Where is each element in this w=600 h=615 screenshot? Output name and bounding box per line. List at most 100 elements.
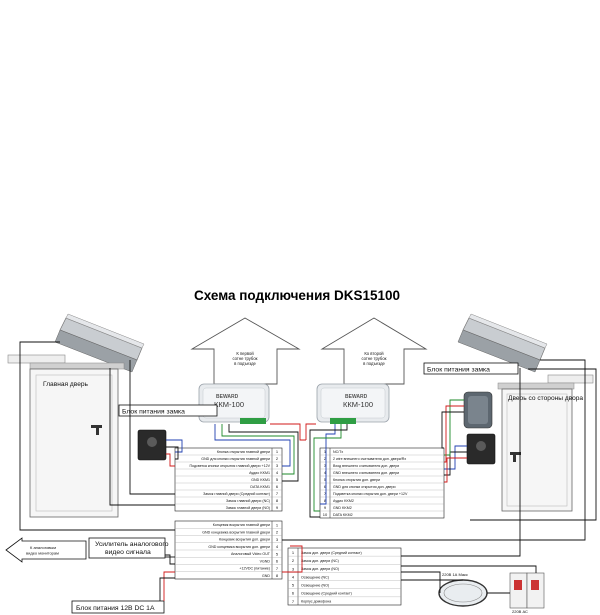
terminal-label: Замок главной двери (NC) — [226, 499, 270, 503]
kkm-device-1: BEWARD ККМ-100 — [198, 383, 270, 424]
terminal-number: 5 — [276, 477, 279, 482]
terminal-label: GND — [262, 574, 270, 578]
terminal-number: 5 — [276, 551, 279, 556]
maglock-right — [457, 313, 548, 373]
terminal-label: Подсветка кнопки открытия главной двери … — [189, 464, 270, 468]
maglock-left — [54, 313, 145, 373]
terminal-number: 4 — [292, 574, 295, 579]
back-door-label: Дверь со стороны двора — [508, 395, 583, 402]
lamp-rating-label: 220В 1А Макс — [442, 572, 468, 577]
door-right: Дверь со стороны двора — [497, 374, 594, 512]
terminal-number: 3 — [276, 537, 279, 542]
terminal-number: 3 — [324, 463, 327, 468]
terminal-label: Замок доп. двери (NC) — [301, 559, 339, 563]
terminal-label: Аналоговый Video OUT — [231, 552, 271, 556]
terminal-label: Замок доп. двери (NO) — [301, 567, 339, 571]
psu-12v-label: Блок питания 12В DC 1А — [76, 605, 155, 612]
terminal-label: DATA KKM2 — [333, 513, 353, 517]
breaker: 220В АС — [509, 572, 545, 614]
exit-button-right — [466, 433, 496, 465]
terminal-number: 8 — [276, 498, 279, 503]
terminal-block-right: NC/Tx 1 2 wire внешнего считывателя доп. д… — [319, 447, 445, 519]
terminal-block-bottom-right: Замок доп. двери (Средний контакт) 1Замок… — [287, 547, 402, 606]
lock-psu-right-box: Блок питания замка — [423, 362, 519, 375]
terminal-label: Концевик вскрытия главной двери — [213, 523, 270, 527]
terminal-number: 6 — [292, 591, 295, 596]
terminal-label: VGND — [260, 559, 271, 563]
terminal-label: DATA KKM1 — [250, 485, 270, 489]
terminal-label: GND для кнопки открытия главной двери — [201, 457, 270, 461]
kkm-device-2: BEWARD ККМ-100 — [316, 383, 390, 424]
terminal-number: 1 — [324, 449, 327, 454]
terminal-number: 7 — [324, 491, 327, 496]
terminal-label: Аудио KKM1 — [249, 471, 270, 475]
terminal-label: GND KKM1 — [251, 478, 270, 482]
terminal-label: Аудио KKM2 — [333, 499, 354, 503]
terminal-label: GND внешнего считывателя доп. двери — [333, 471, 399, 475]
terminal-number: 2 — [292, 558, 295, 563]
terminal-label: GND концевика вскрытия доп. двери — [208, 545, 270, 549]
terminal-label: Корпус домофона — [301, 600, 331, 604]
door-left: Главная дверь — [7, 354, 125, 518]
exit-button-left — [137, 429, 167, 461]
terminal-label: Концевик вскрытия доп. двери — [219, 538, 270, 542]
terminal-number: 4 — [324, 470, 327, 475]
terminal-number: 9 — [276, 505, 279, 510]
terminal-number: 7 — [276, 491, 279, 496]
terminal-number: 4 — [276, 544, 279, 549]
kkm-2-model: ККМ-100 — [343, 400, 373, 409]
terminal-label: GND KKM2 — [333, 506, 352, 510]
terminal-label: Освещение (NC) — [301, 575, 329, 579]
terminal-label: Освещение (Средний контакт) — [301, 592, 352, 596]
kkm-2-brand: BEWARD — [345, 394, 368, 400]
terminal-label: Замок доп. двери (Средний контакт) — [301, 551, 362, 555]
terminal-number: 9 — [324, 505, 327, 510]
terminal-label: GND для кнопки открытия доп. двери — [333, 485, 396, 489]
terminal-label: Освещение (NO) — [301, 583, 329, 587]
terminal-label: Вход внешнего считывателя доп. двери — [333, 464, 399, 468]
terminal-number: 6 — [276, 484, 279, 489]
card-reader — [463, 391, 493, 429]
terminal-label: Кнопка открытия доп. двери — [333, 478, 380, 482]
kkm-1-brand: BEWARD — [216, 394, 239, 400]
terminal-label: GND концевика вскрытия главной двери — [202, 530, 270, 534]
terminal-label: +12VDC (питание) — [239, 567, 270, 571]
psu-12v-box: Блок питания 12В DC 1А — [71, 600, 165, 614]
terminal-number: 8 — [276, 573, 279, 578]
terminal-number: 3 — [292, 566, 295, 571]
terminal-label: 2 wire внешнего считывателя доп. двери/R… — [333, 457, 406, 461]
terminal-number: 10 — [323, 512, 328, 517]
terminal-number: 1 — [276, 449, 279, 454]
terminal-label: Подсветка кнопки открытия доп. двери +12… — [333, 492, 408, 496]
terminal-number: 7 — [276, 566, 279, 571]
terminal-label: Кнопка открытия главной двери — [217, 450, 270, 454]
terminal-label: Замок главной двери (Средний контакт) — [203, 492, 270, 496]
main-door-label: Главная дверь — [43, 381, 89, 388]
lock-psu-left-label: Блок питания замка — [122, 409, 185, 416]
lock-psu-right-label: Блок питания замка — [427, 367, 490, 374]
terminal-label: Замок главной двери (NO) — [226, 506, 270, 510]
wires — [19, 341, 597, 601]
terminal-number: 5 — [324, 477, 327, 482]
lamp: 220В 1А Макс — [438, 572, 488, 607]
terminal-number: 3 — [276, 463, 279, 468]
terminal-number: 6 — [276, 559, 279, 564]
terminal-number: 1 — [276, 522, 279, 527]
terminal-number: 4 — [276, 470, 279, 475]
terminal-number: 1 — [292, 550, 295, 555]
terminal-number: 5 — [292, 583, 295, 588]
terminal-number: 6 — [324, 484, 327, 489]
terminal-number: 8 — [324, 498, 327, 503]
terminal-label: NC/Tx — [333, 450, 343, 454]
terminal-number: 7 — [292, 599, 295, 604]
